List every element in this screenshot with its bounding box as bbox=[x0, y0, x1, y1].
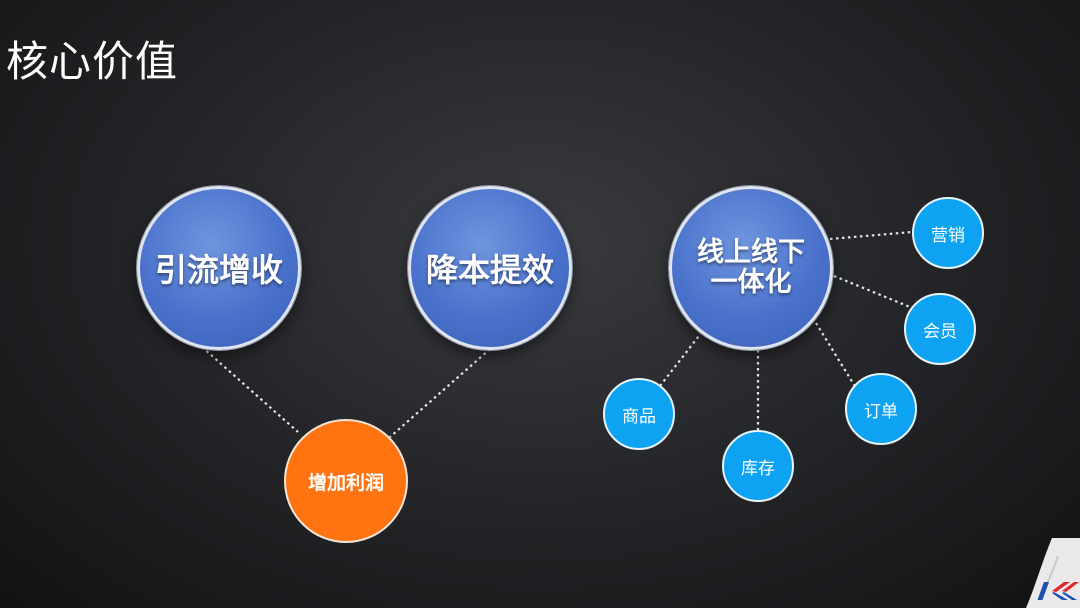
page-title: 核心价值 bbox=[6, 37, 179, 86]
node-marketing-label: 营销 bbox=[931, 225, 965, 246]
node-product: 商品 bbox=[603, 378, 675, 450]
node-member: 会员 bbox=[904, 293, 976, 365]
node-cost-efficiency: 降本提效 bbox=[408, 186, 572, 350]
connector-cost-profit bbox=[389, 348, 491, 438]
connector-traffic-profit bbox=[201, 346, 299, 433]
connector-omni-marketing bbox=[829, 230, 913, 241]
node-inventory: 库存 bbox=[722, 430, 794, 502]
node-traffic-growth-label: 引流增收 bbox=[154, 251, 283, 289]
node-member-label: 会员 bbox=[923, 321, 957, 342]
node-inventory-label: 库存 bbox=[741, 458, 775, 479]
node-profit-label: 增加利润 bbox=[307, 471, 384, 494]
node-marketing: 营销 bbox=[912, 197, 984, 269]
node-product-label: 商品 bbox=[622, 406, 656, 427]
node-order: 订单 bbox=[845, 373, 917, 445]
node-profit: 增加利润 bbox=[284, 419, 408, 543]
node-omnichannel: 线上线下一体化 bbox=[669, 186, 833, 350]
node-traffic-growth: 引流增收 bbox=[137, 186, 301, 350]
node-omnichannel-label: 线上线下一体化 bbox=[697, 237, 805, 298]
node-cost-efficiency-label: 降本提效 bbox=[425, 251, 554, 289]
brand-logo-icon bbox=[1026, 538, 1080, 608]
node-order-label: 订单 bbox=[864, 401, 898, 422]
connector-omni-product bbox=[659, 331, 703, 387]
connector-omni-order bbox=[815, 322, 857, 389]
connector-omni-member bbox=[833, 274, 911, 309]
